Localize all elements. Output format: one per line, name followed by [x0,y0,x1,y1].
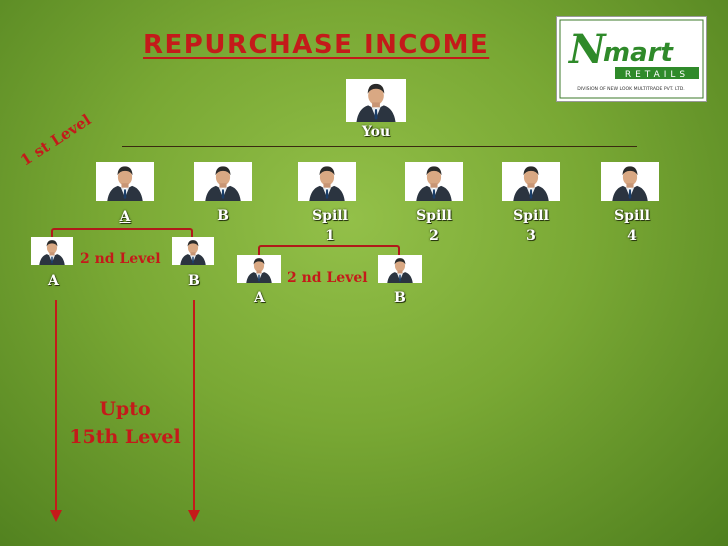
person-icon [298,162,356,201]
person-icon [601,162,659,201]
group-a-right-label: B [188,273,200,289]
person-icon [378,255,422,283]
root-avatar [346,79,406,122]
slide-title: REPURCHASE INCOME [143,30,490,60]
first-level-label-spill-3: Spill [513,208,549,224]
logo-sub: RETAILS [625,70,689,80]
first-level-label-b: B [217,208,229,224]
first-level-avatar-spill-2 [405,162,463,201]
group-a-left-label: A [48,273,59,289]
logo-mark-letter: N [567,26,607,73]
group-spill-bracket [258,245,400,255]
first-level-label-spill-4: Spill [614,208,650,224]
group-a-right-avatar [172,237,214,265]
group-spill-right-avatar [378,255,422,283]
left-down-arrow [50,300,62,522]
group-spill-right-label: B [394,290,406,306]
nmart-logo-mark: N mart RETAILS DIVISION OF NEW LOOK MULT… [559,19,704,99]
first-level-label-spill-3-num: 3 [526,228,536,244]
first-level-label-spill-1-num: 1 [325,228,335,244]
person-icon [502,162,560,201]
first-level-avatar-a [96,162,154,201]
person-icon [405,162,463,201]
first-level-avatar-b [194,162,252,201]
person-icon [237,255,281,283]
root-label: You [361,124,391,140]
first-level-avatar-spill-4 [601,162,659,201]
first-level-label: 1 st Level [17,110,95,170]
person-icon [96,162,154,201]
upto-label: Upto [99,398,151,420]
root-connector-line [122,146,637,147]
group-a-second-level-label: 2 nd Level [80,251,161,267]
person-icon [194,162,252,201]
right-down-arrow [188,300,200,522]
first-level-label-spill-2-num: 2 [429,228,439,244]
nmart-logo: N mart RETAILS DIVISION OF NEW LOOK MULT… [556,16,707,102]
upto-level-label: 15th Level [69,426,181,448]
person-icon [346,79,406,122]
group-spill-left-label: A [254,290,265,306]
first-level-label-spill-2: Spill [416,208,452,224]
group-spill-left-avatar [237,255,281,283]
first-level-avatar-spill-1 [298,162,356,201]
person-icon [172,237,214,265]
logo-division: DIVISION OF NEW LOOK MULTITRADE PVT. LTD… [577,86,684,92]
group-a-bracket [51,228,193,238]
group-spill-second-level-label: 2 nd Level [287,270,368,286]
first-level-avatar-spill-3 [502,162,560,201]
logo-brand-word: mart [603,38,674,68]
person-icon [31,237,73,265]
first-level-label-a: A [119,209,131,225]
first-level-label-spill-1: Spill [312,208,348,224]
group-a-left-avatar [31,237,73,265]
first-level-label-spill-4-num: 4 [627,228,637,244]
